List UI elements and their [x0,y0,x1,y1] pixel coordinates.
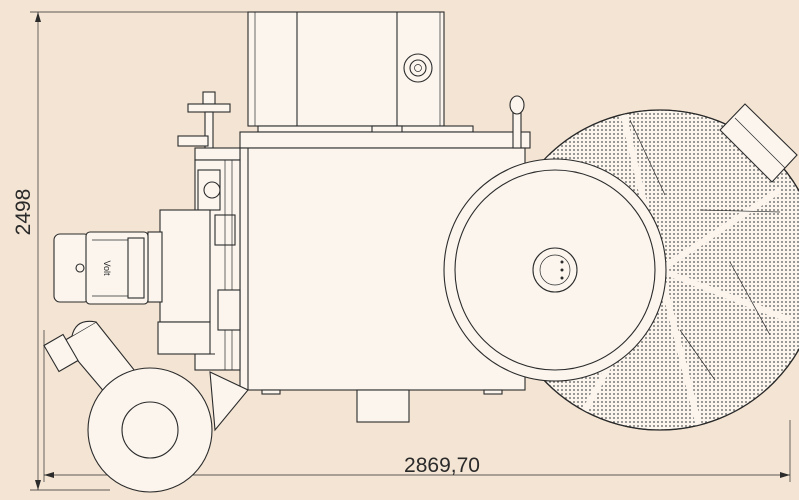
valve-stem [177,91,241,161]
front-disc [443,158,667,382]
top-hopper [239,11,531,149]
motor: Volt [53,231,149,305]
dim-width-label: 2869,70 [404,454,480,477]
base-wheel [87,367,249,493]
dim-height-label: 2498 [12,189,35,236]
dimension-height: 2498 [12,11,250,491]
motor-brand-label: Volt [102,260,112,276]
top-lever [509,95,525,149]
pump-housing [147,209,215,355]
drum-outlet [719,103,798,183]
